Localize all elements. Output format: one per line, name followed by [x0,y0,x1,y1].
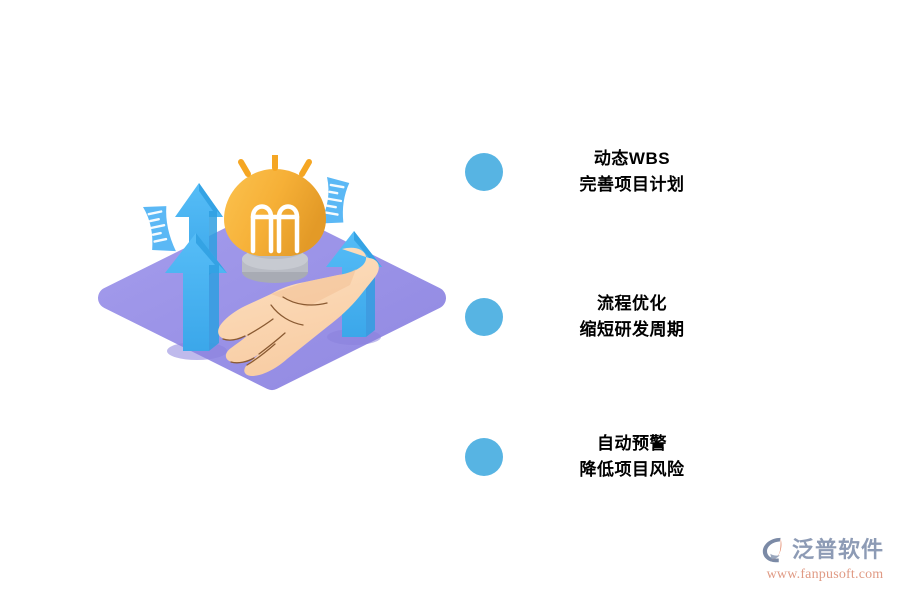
feature-text: 动态WBS 完善项目计划 [503,146,755,199]
feature-text: 流程优化 缩短研发周期 [503,291,755,344]
watermark-url-text: www.fanpusoft.com [766,567,884,582]
feature-line-1: 自动预警 [597,433,667,453]
watermark: 泛普软件 www.fanpusoft.com [760,534,890,586]
arrow-up-left [165,233,227,360]
fanpu-logo-icon [762,537,782,563]
arrow-up-back-left [175,183,223,275]
feature-line-2: 缩短研发周期 [579,320,685,339]
feature-item-process-optimization[interactable]: 流程优化 缩短研发周期 [455,277,755,357]
feature-item-dynamic-wbs[interactable]: 动态WBS 完善项目计划 [455,132,755,212]
light-bulb [224,169,326,256]
bulb-filament [250,204,300,254]
feature-line-2: 降低项目风险 [579,460,685,479]
feature-list: 动态WBS 完善项目计划 流程优化 缩短研发周期 自动预警 降低项目风险 [455,120,755,500]
watermark-brand-row: 泛普软件 [760,534,890,566]
hand-lightbulb-illustration [95,155,450,405]
light-rays [238,155,312,177]
bullet-dot-icon [465,153,503,191]
feature-text: 自动预警 降低项目风险 [503,431,755,484]
feature-line-1: 动态WBS [593,148,671,168]
document-sheet-right [319,177,350,224]
open-hand [218,247,379,376]
feature-line-1: 流程优化 [597,293,667,313]
bullet-dot-icon [465,438,503,476]
feature-line-2: 完善项目计划 [579,175,685,194]
bullet-dot-icon [465,298,503,336]
document-sheet-left [143,206,176,252]
watermark-brand-text: 泛普软件 [792,537,885,562]
feature-item-auto-alert[interactable]: 自动预警 降低项目风险 [455,417,755,497]
